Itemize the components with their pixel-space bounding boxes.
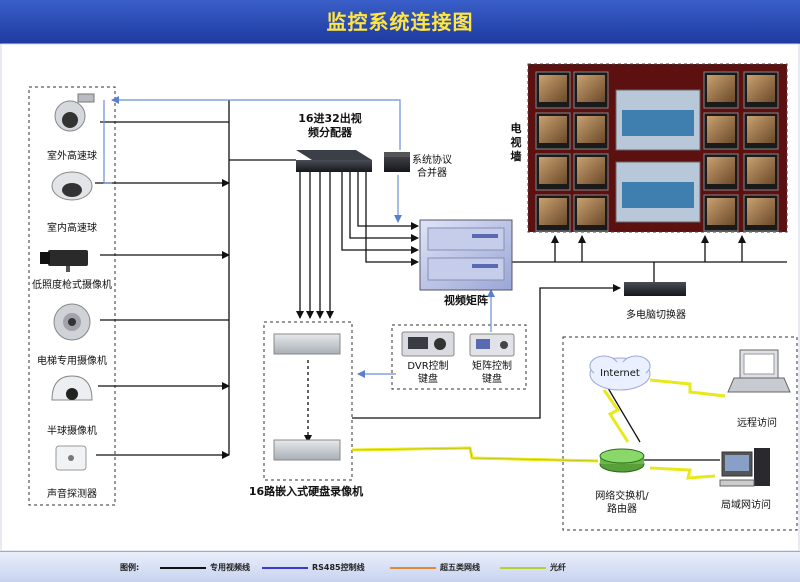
matrix-keyboard-device [469, 333, 515, 357]
elevator-camera [53, 303, 91, 341]
camera-group-frame [28, 86, 116, 506]
label-video-wall: 电视墙 [510, 122, 522, 163]
outdoor-dome-camera [54, 93, 95, 132]
network-switch-device [599, 448, 645, 473]
desktop-pc-device [719, 448, 770, 487]
legend-line-2 [390, 567, 436, 569]
label-protocol-merger: 系统协议合并器 [412, 155, 452, 179]
label-network-switch: 网络交换机/路由器 [595, 491, 649, 515]
page-title: 监控系统连接图 [0, 0, 800, 44]
label-indoor-dome: 室内高速球 [47, 223, 97, 234]
protocol-merger-device [384, 152, 410, 172]
label-half-dome: 半球摄像机 [47, 426, 97, 437]
wall-monitor-0-screen [539, 75, 567, 102]
wall-monitor-11-screen [747, 157, 775, 184]
dvr-group-frame [263, 321, 353, 481]
wall-monitor-13-screen [577, 198, 605, 225]
legend-label-1: RS485控制线 [312, 563, 365, 572]
video-matrix-device [419, 219, 513, 291]
wall-monitor-10-screen [707, 157, 735, 184]
legend-line-3 [500, 567, 546, 569]
label-matrix-keyboard: 矩阵控制键盘 [472, 361, 512, 385]
label-dvr-keyboard: DVR控制键盘 [407, 361, 449, 385]
label-kvm-switch: 多电脑切换器 [626, 310, 686, 321]
wall-monitor-3-screen [747, 75, 775, 102]
bullet-camera [40, 250, 88, 272]
indoor-dome-camera [51, 171, 93, 201]
wall-large-screen-0-content [622, 110, 694, 136]
dvr-keyboard-device [401, 331, 455, 357]
legend-prefix: 图例: [120, 563, 140, 572]
label-outdoor-dome: 室外高速球 [47, 151, 97, 162]
audio-detector-device [55, 445, 87, 471]
legend-label-3: 光纤 [550, 563, 566, 572]
wall-monitor-8-screen [539, 157, 567, 184]
legend-line-1 [262, 567, 308, 569]
label-lan-access: 局域网访问 [721, 500, 771, 511]
dvr-device-1 [273, 333, 341, 355]
wall-monitor-4-screen [539, 116, 567, 143]
label-lowlight-bullet: 低照度枪式摄像机 [32, 280, 112, 291]
wall-monitor-15-screen [747, 198, 775, 225]
internet-cloud [589, 355, 651, 391]
wall-monitor-9-screen [577, 157, 605, 184]
label-video-splitter: 16进32出视频分配器 [298, 112, 362, 139]
laptop-device [727, 349, 791, 393]
label-dvr: 16路嵌入式硬盘录像机 [248, 485, 364, 498]
wall-monitor-14-screen [707, 198, 735, 225]
wall-monitor-6-screen [707, 116, 735, 143]
wall-large-screen-1-content [622, 182, 694, 208]
label-audio-detector: 声音探测器 [47, 489, 97, 500]
wall-monitor-1-screen [577, 75, 605, 102]
dvr-device-2 [273, 439, 341, 461]
label-remote-access: 远程访问 [737, 418, 777, 429]
legend-label-0: 专用视频线 [210, 563, 250, 572]
half-dome-camera [51, 375, 93, 401]
wall-monitor-12-screen [539, 198, 567, 225]
keyboard-group-frame [391, 324, 527, 390]
wall-monitor-7-screen [747, 116, 775, 143]
network-group-frame [562, 336, 798, 531]
legend-line-0 [160, 567, 206, 569]
kvm-switch-device [624, 282, 686, 296]
label-video-matrix: 视频矩阵 [444, 294, 488, 307]
video-splitter-device [296, 150, 372, 172]
legend-label-2: 超五类网线 [440, 563, 480, 572]
legend-bar: 图例: 专用视频线 RS485控制线 超五类网线 光纤 [0, 551, 800, 582]
label-internet: Internet [600, 368, 640, 379]
label-elevator-cam: 电梯专用摄像机 [37, 356, 107, 367]
wall-monitor-5-screen [577, 116, 605, 143]
wall-monitor-2-screen [707, 75, 735, 102]
